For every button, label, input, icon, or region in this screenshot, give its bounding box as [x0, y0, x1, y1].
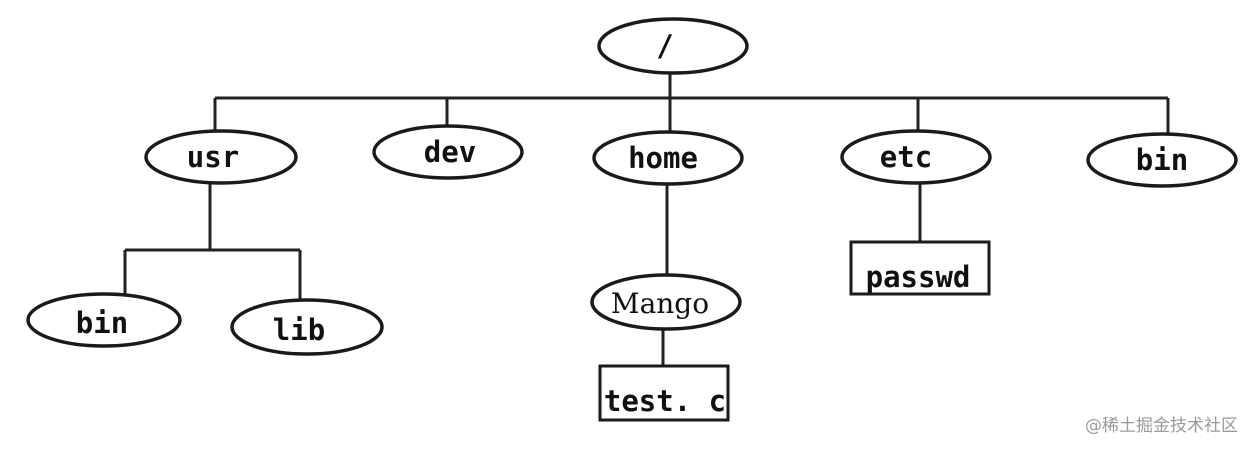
watermark-text: @稀土掘金技术社区 [1085, 416, 1238, 436]
node-root: / [597, 17, 749, 75]
node-usr-bin-oval [26, 292, 182, 348]
node-bin: bin [1086, 132, 1238, 188]
node-bin-oval [1086, 132, 1238, 188]
node-etc: etc [840, 129, 992, 185]
node-bin-label: bin [1136, 143, 1188, 177]
node-test-c-box [598, 364, 730, 422]
node-etc-oval [840, 129, 992, 185]
node-usr-lib-label: lib [273, 313, 325, 347]
tree-edges [123, 72, 1170, 366]
node-passwd-box [849, 240, 991, 296]
node-usr-bin-label: bin [76, 306, 128, 340]
node-test-c: test. c [598, 364, 730, 422]
node-etc-label: etc [880, 140, 932, 174]
node-mango: Mango [590, 273, 742, 331]
node-passwd-label: passwd [866, 260, 971, 294]
node-usr-lib: lib [230, 298, 384, 356]
node-root-oval [597, 17, 749, 75]
node-usr-bin: bin [26, 292, 182, 348]
node-home-label: home [628, 141, 698, 175]
node-mango-label: Mango [611, 287, 709, 320]
node-usr-label: usr [187, 140, 239, 174]
node-usr: usr [144, 129, 298, 185]
node-usr-oval [144, 129, 298, 185]
node-dev-label: dev [424, 135, 476, 169]
node-test-c-label: test. c [604, 384, 726, 418]
node-dev-oval [372, 124, 524, 180]
node-root-label: / [656, 29, 673, 63]
node-passwd: passwd [849, 240, 991, 296]
node-usr-lib-oval [230, 298, 384, 356]
node-home: home [592, 130, 744, 186]
node-home-oval [592, 130, 744, 186]
node-dev: dev [372, 124, 524, 180]
node-mango-oval [590, 273, 742, 331]
